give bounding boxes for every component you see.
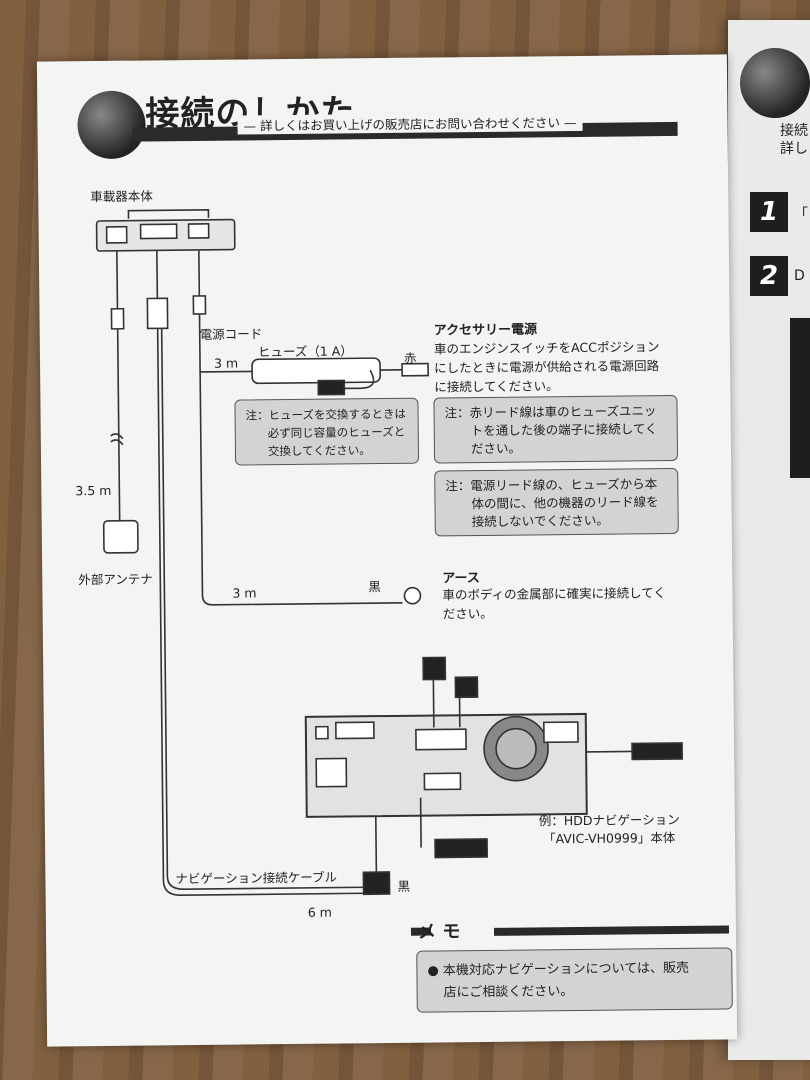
note-line: 交換してください。 [267,443,371,459]
note-line: 必ず同じ容量のヒューズと [267,424,406,441]
power-lead-note-box: 注：電源リード線の、ヒューズから本 体の間に、他の機器のリード線を 接続しないで… [434,467,679,537]
antenna-port [105,225,128,244]
ground-desc-line: 車のボディの金属部に確実に接続してく [442,585,666,603]
manual-page: 接続のしかた — 詳しくはお買い上げの販売店にお問い合わせください — [36,54,738,1047]
nav-length-label: 6 m [307,904,332,920]
fuse-note-box: 注：ヒューズを交換するときは 必ず同じ容量のヒューズと 交換してください。 [234,397,420,466]
fuse-label: ヒューズ（1 A） [257,343,353,360]
red-lead-note-box: 注：赤リード線は車のヒューズユニッ トを通した後の端子に接続してく ださい。 [433,394,679,464]
memo-line: 店にご相談ください。 [443,984,574,1001]
right-dark-panel [790,318,810,478]
nav-cable-label: ナビゲーション接続ケーブル [175,869,338,887]
nav-black-label: 黒 [397,878,411,894]
right-title-ball [740,48,810,118]
note-line: 注：電源リード線の、ヒューズから本 [445,476,658,494]
power-cord-label: 電源コード [199,326,263,342]
power-port [187,223,210,239]
accessory-desc: 車のエンジンスイッチをACCポジション にしたときに電源が供給される電源回路 に… [434,337,660,396]
right-text-2: 詳し [780,141,808,157]
nav-connector [362,871,391,896]
wiring-diagram [95,209,684,896]
accessory-heading: アクセサリー電源 [433,322,538,339]
accessory-desc-line: に接続してください。 [434,378,559,395]
memo-heading: メ モ [417,921,461,943]
note-line: 体の間に、他の機器のリード線を [471,494,659,512]
accessory-desc-line: にしたときに電源が供給される電源回路 [434,358,660,376]
step-1-text: 「 [794,207,808,223]
external-antenna-shape [102,519,139,554]
accessory-desc-line: 車のエンジンスイッチをACCポジション [433,339,660,357]
step-2-text: D [794,268,805,284]
ground-heading: アース [442,571,480,587]
ground-desc-line: ださい。 [442,605,493,622]
red-wire-label: 赤 [403,350,417,366]
power-length-label: 3 m [213,355,239,371]
ground-length-label: 3 m [232,585,257,601]
memo-line: ● 本機対応ナビゲーションについては、販売 [427,960,690,979]
note-line: トを通した後の端子に接続してく [470,421,658,439]
ground-black-label: 黒 [368,579,381,595]
right-text-1: 接続 [780,123,808,139]
ground-desc: 車のボディの金属部に確実に接続してく ださい。 [442,583,666,623]
memo-box: ● 本機対応ナビゲーションについては、販売 店にご相談ください。 [416,947,733,1013]
right-page: 接続 詳し 1 「 2 D [728,20,810,1060]
note-line: ださい。 [470,440,522,457]
step-1-number: 1 [750,192,788,232]
antenna-length-label: 3.5 m [75,482,112,499]
main-unit-label: 車載器本体 [90,188,153,205]
note-line: 接続しないでください。 [471,512,609,530]
example-label-2: 「AVIC-VH0999」本体 [542,829,676,847]
note-line: 注：ヒューズを交換するときは [245,406,407,423]
fuse-holder [251,357,381,385]
nav-port [139,223,178,240]
note-line: 注：赤リード線は車のヒューズユニッ [444,403,657,421]
external-antenna-label: 外部アンテナ [78,571,153,588]
step-2-number: 2 [750,256,788,296]
